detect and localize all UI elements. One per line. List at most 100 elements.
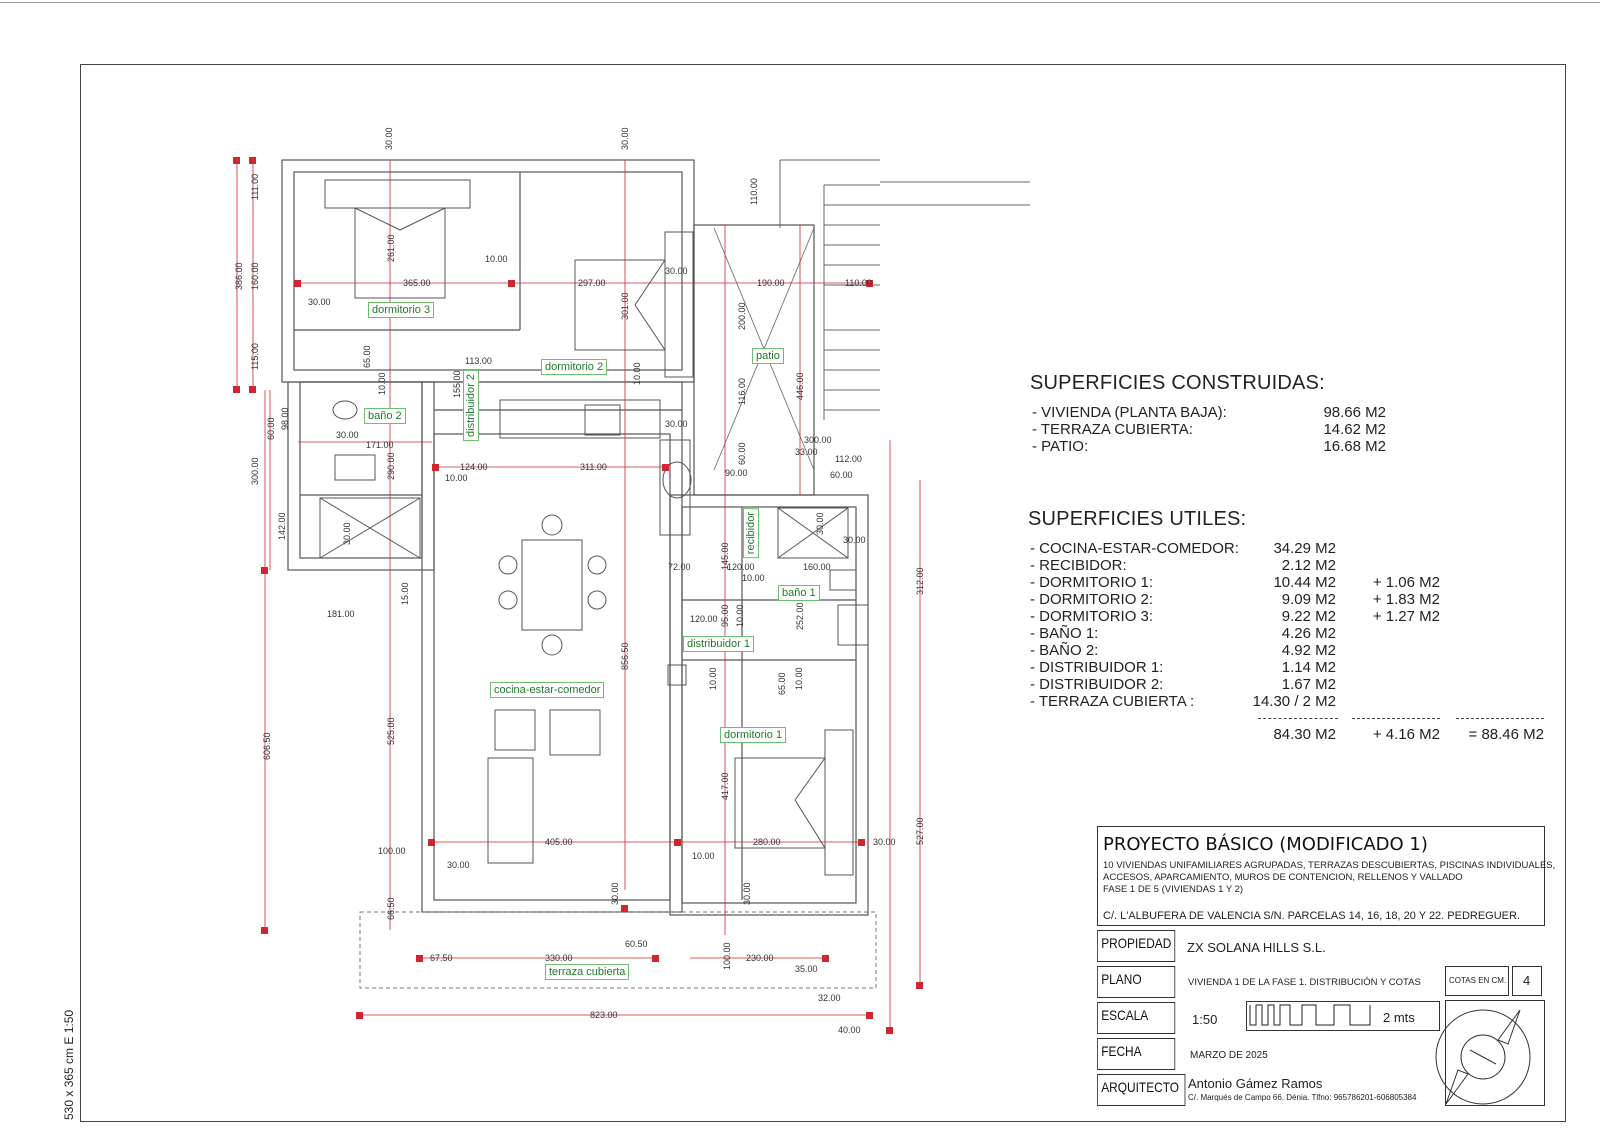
dim-label: 190.00 [757, 278, 785, 288]
utiles-row-label: - BAÑO 2: [1030, 642, 1099, 659]
room-label-bano-2: baño 2 [364, 408, 406, 424]
room-label-distribuidor-1: distribuidor 1 [683, 636, 754, 652]
dim-label: 60.00 [830, 470, 853, 480]
room-label-distribuidor-2: distribuidor 2 [463, 370, 479, 441]
room-label-bano-1: baño 1 [778, 585, 820, 601]
compass-icon [1435, 1009, 1531, 1105]
dim-label: 90.00 [725, 468, 748, 478]
basin-2 [332, 400, 358, 420]
dim-label: 65.00 [777, 672, 787, 695]
dim-label: 290.00 [386, 452, 396, 480]
utiles-row-label: - DORMITORIO 1: [1030, 574, 1154, 591]
total-divider [1352, 718, 1440, 719]
dim-label: 280.00 [753, 837, 781, 847]
dim-label: 365.00 [403, 278, 431, 288]
dim-label: 856.50 [620, 642, 630, 670]
dim-label: 32.00 [818, 993, 841, 1003]
scale-bar-label: 2 mts [1383, 1010, 1415, 1025]
utiles-row-value: 4.92 M2 [1281, 642, 1336, 659]
dim-label: 252.00 [795, 602, 805, 630]
dim-label: 33.00 [795, 447, 818, 457]
utiles-row-value: 9.09 M2 [1281, 591, 1336, 608]
scale-bar-box [1246, 1001, 1440, 1031]
sheet-number: 4 [1523, 973, 1531, 988]
dim-label: 300.00 [804, 435, 832, 445]
plano-value: VIVIENDA 1 DE LA FASE 1. DISTRIBUCIÓN Y … [1188, 977, 1421, 988]
dim-label: 124.00 [460, 462, 488, 472]
shower-2 [319, 497, 421, 559]
utiles-row-value: 9.22 M2 [1281, 608, 1336, 625]
dim-label: 30.00 [665, 419, 688, 429]
dim-label: 30.00 [873, 837, 896, 847]
sheet-number-box [1512, 966, 1542, 996]
dim-label: 30.00 [308, 297, 331, 307]
construidas-row-value: 98.66 M2 [1323, 404, 1386, 421]
utiles-row-label: - DISTRIBUIDOR 2: [1030, 676, 1164, 693]
plano-label: PLANO [1097, 966, 1176, 998]
dim-label: 300.00 [250, 457, 260, 485]
construidas-heading: SUPERFICIES CONSTRUIDAS: [1030, 372, 1325, 394]
dim-label: 446.00 [795, 372, 805, 400]
terraza-outline [359, 911, 877, 989]
cotas-box [1445, 966, 1509, 996]
dim-label: 525.00 [386, 717, 396, 745]
utiles-total-extra: + 4.16 M2 [1372, 726, 1440, 743]
dim-label: 160.00 [803, 562, 831, 572]
dim-label: 60.00 [737, 442, 747, 465]
construidas-row-value: 14.62 M2 [1323, 421, 1386, 438]
armchair-1 [494, 709, 536, 751]
room-label-cocina-estar-comedor: cocina-estar-comedor [490, 682, 605, 698]
dim-label: 120.00 [727, 562, 755, 572]
dim-label: 145.00 [720, 542, 730, 570]
cooktop [584, 404, 621, 436]
dim-label: 10.00 [794, 667, 804, 690]
dim-label: 30.00 [342, 522, 352, 545]
fecha-value: MARZO DE 2025 [1190, 1050, 1268, 1061]
dim-label: 142.00 [277, 512, 287, 540]
dim-label: 30.00 [384, 127, 394, 150]
dim-label: 30.00 [620, 127, 630, 150]
room-label-dormitorio-2: dormitorio 2 [541, 359, 608, 375]
dim-label: 15.00 [400, 582, 410, 605]
dim-label: 65.00 [362, 345, 372, 368]
bed2-headboard [664, 231, 694, 378]
dim-label: 40.00 [838, 1025, 861, 1035]
wall-east-block [669, 494, 869, 916]
construidas-row-label: - PATIO: [1032, 438, 1089, 455]
utiles-row-label: - TERRAZA CUBIERTA : [1030, 693, 1195, 710]
dim-label: 112.00 [835, 454, 862, 464]
utiles-total-sum: = 88.46 M2 [1468, 726, 1544, 743]
cotas-label: COTAS EN CM. [1449, 976, 1507, 985]
dim-label: 66.50 [386, 897, 396, 920]
project-address: C/. L'ALBUFERA DE VALENCIA S/N. PARCELAS… [1103, 910, 1521, 922]
dim-label: 60.50 [625, 939, 648, 949]
dim-label: 116.00 [737, 378, 747, 405]
side-note: 530 x 365 cm E 1:50 [62, 1009, 76, 1120]
stairs [779, 159, 1030, 420]
bed3-headboard [324, 179, 471, 209]
arquitecto-address: C/. Marqués de Campo 66. Dénia. Tlfno: 9… [1188, 1093, 1417, 1102]
walls [281, 159, 869, 916]
furniture [319, 179, 869, 876]
dim-label: 311.00 [580, 462, 607, 472]
dim-label: 30.00 [742, 882, 752, 905]
dim-label: 527.00 [915, 817, 925, 845]
dim-label: 30.00 [610, 882, 620, 905]
dim-label: 10.00 [445, 473, 468, 483]
utiles-row-label: - DORMITORIO 2: [1030, 591, 1154, 608]
arquitecto-label: ARQUITECTO [1097, 1074, 1186, 1106]
dim-label: 110.00 [845, 278, 872, 288]
dim-label: 60.00 [266, 417, 276, 440]
room-label-recibidor: recibidor [743, 508, 759, 559]
scale-bar-graphic [1249, 1004, 1371, 1026]
dim-label: 181.00 [327, 609, 355, 619]
dim-label: 10.00 [377, 372, 387, 395]
utiles-row-value: 1.67 M2 [1281, 676, 1336, 693]
kitchen-counter [499, 399, 661, 439]
room-label-dormitorio-3: dormitorio 3 [368, 302, 435, 318]
dim-label: 301.00 [620, 292, 630, 320]
dim-label: 30.00 [447, 860, 470, 870]
utiles-row-extra: + 1.27 M2 [1372, 608, 1440, 625]
total-divider [1258, 718, 1338, 719]
escala-label: ESCALA [1097, 1002, 1176, 1034]
